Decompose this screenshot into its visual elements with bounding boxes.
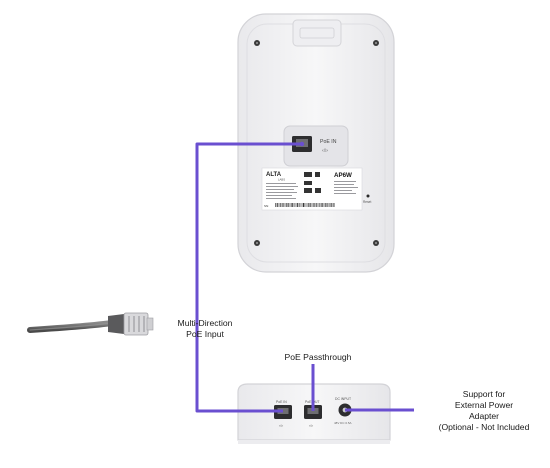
poe-input-callout: Multi-Direction PoE Input — [177, 318, 233, 339]
svg-text:‹◊›: ‹◊› — [309, 424, 314, 428]
svg-text:‹◊›: ‹◊› — [279, 424, 284, 428]
screw-icon — [254, 240, 260, 246]
base-unit: PoE IN ‹◊› PoE OUT ‹◊› DC INPUT 48V DC 0… — [237, 383, 391, 444]
svg-text:Reset: Reset — [363, 200, 371, 204]
svg-text:ALTA: ALTA — [266, 172, 282, 178]
mount-tab — [292, 19, 342, 47]
svg-text:LABS: LABS — [278, 178, 285, 182]
screw-icon — [373, 40, 379, 46]
base-port-label: DC INPUT — [335, 397, 351, 401]
barcode — [275, 203, 335, 207]
poe-passthrough-callout: PoE Passthrough — [284, 352, 352, 362]
reset-button[interactable]: Reset — [363, 194, 371, 205]
external-power-callout: Support for External Power Adapter (Opti… — [438, 389, 530, 432]
access-point-device: PoE IN ‹◊› ALTA LABS — [237, 13, 395, 273]
base-port-label: PoE IN — [276, 400, 287, 404]
port-label: PoE IN — [320, 139, 337, 145]
screw-icon — [254, 40, 260, 46]
connection-lines — [195, 142, 414, 413]
poe-input-line — [195, 142, 302, 413]
rj45-connector-icon — [108, 312, 154, 336]
product-label: ALTA LABS AP6W — [261, 167, 363, 211]
port-arrows-icon: ‹◊› — [322, 148, 328, 154]
connection-dot — [299, 141, 305, 147]
alta-logo: ALTA LABS — [266, 172, 285, 182]
fine-print — [266, 183, 298, 199]
certification-marks — [304, 172, 321, 193]
ethernet-cable — [27, 312, 154, 336]
model-name: AP6W — [334, 172, 352, 179]
screw-icon — [373, 240, 379, 246]
svg-text:SN:: SN: — [264, 204, 269, 208]
svg-text:48V DC 0.5A: 48V DC 0.5A — [334, 421, 352, 425]
